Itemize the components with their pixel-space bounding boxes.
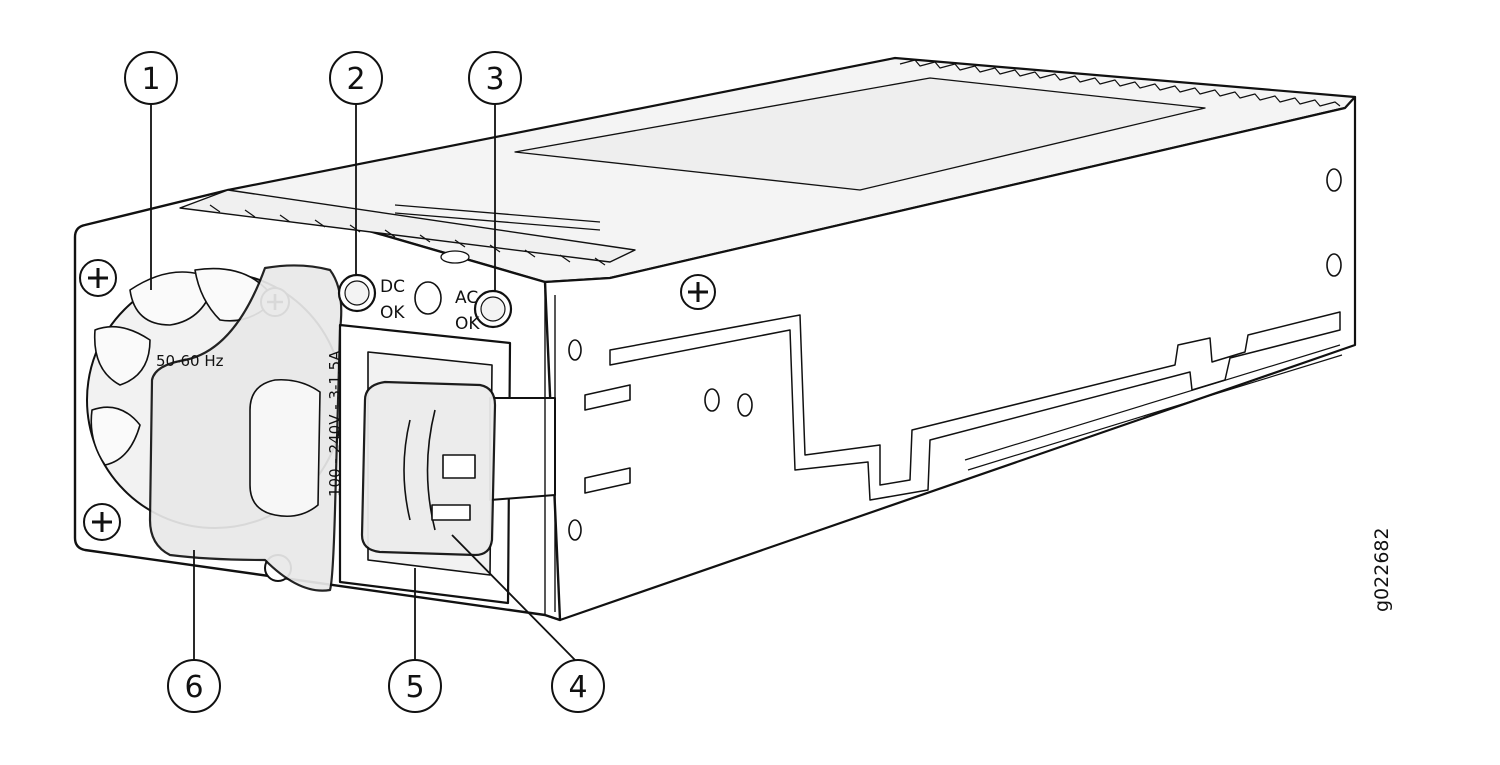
callout-2: 2 (329, 51, 383, 105)
faceplate-labels: DC OK AC OK 50-60 Hz 100 - 240V - 3-1.5A (156, 277, 480, 497)
handle-inner-opening (249, 378, 321, 518)
faceplate-screw-cross (88, 268, 108, 288)
side-vent-hole (568, 519, 582, 541)
front-slot (394, 212, 601, 231)
callout-5-number: 5 (405, 670, 424, 705)
callout-6-number: 6 (184, 670, 203, 705)
top-edge-serration (899, 59, 1341, 107)
ac-label-line1: AC (455, 288, 478, 308)
plug-pin (442, 454, 476, 479)
faceplate-screw-cross (92, 512, 112, 532)
callout-6: 6 (167, 659, 221, 713)
front-faceplate (73, 188, 636, 622)
callout-3: 3 (468, 51, 522, 105)
dc-label-line2: OK (380, 303, 405, 323)
side-vent-hole (704, 388, 720, 412)
voltage-rating-label: 100 - 240V - 3-1.5A (326, 350, 344, 497)
side-vent-hole (737, 393, 753, 417)
side-vent-hole (1326, 168, 1342, 192)
callouts: 1 2 3 4 5 6 (124, 51, 605, 713)
callout-4: 4 (551, 659, 605, 713)
side-channel-outline (609, 311, 1341, 501)
latch-tab (584, 467, 631, 494)
bottom-rail (964, 344, 1343, 471)
callout-4-number: 4 (568, 670, 587, 705)
side-vent-hole (1326, 253, 1342, 277)
dc-ok-led-lens (344, 280, 370, 306)
chassis-body (226, 56, 1357, 622)
plug-pin (431, 504, 471, 521)
callout-1: 1 (124, 51, 178, 105)
retainer-rail (544, 290, 556, 615)
side-screw-cross (688, 282, 708, 302)
front-slot (394, 204, 601, 223)
latch-tab (584, 384, 631, 411)
plug-grip-arc (403, 419, 411, 521)
callout-1-number: 1 (141, 62, 160, 97)
top-ridge-strip (179, 189, 636, 263)
callout-3-number: 3 (485, 62, 504, 97)
callout-5: 5 (388, 659, 442, 713)
dc-label-line1: DC (380, 277, 405, 297)
figure-id: g022682 (1371, 527, 1393, 612)
top-label-plate (514, 77, 1206, 191)
side-vent-hole (568, 339, 582, 361)
logo-mark (440, 250, 470, 264)
callout-leaders (150, 104, 576, 661)
frequency-label: 50-60 Hz (156, 352, 224, 370)
ac-ok-led-lens (480, 296, 506, 322)
leader-line-4 (451, 534, 576, 661)
callout-2-number: 2 (346, 62, 365, 97)
blank-indicator (414, 281, 442, 315)
ac-label-line2: OK (455, 314, 480, 334)
